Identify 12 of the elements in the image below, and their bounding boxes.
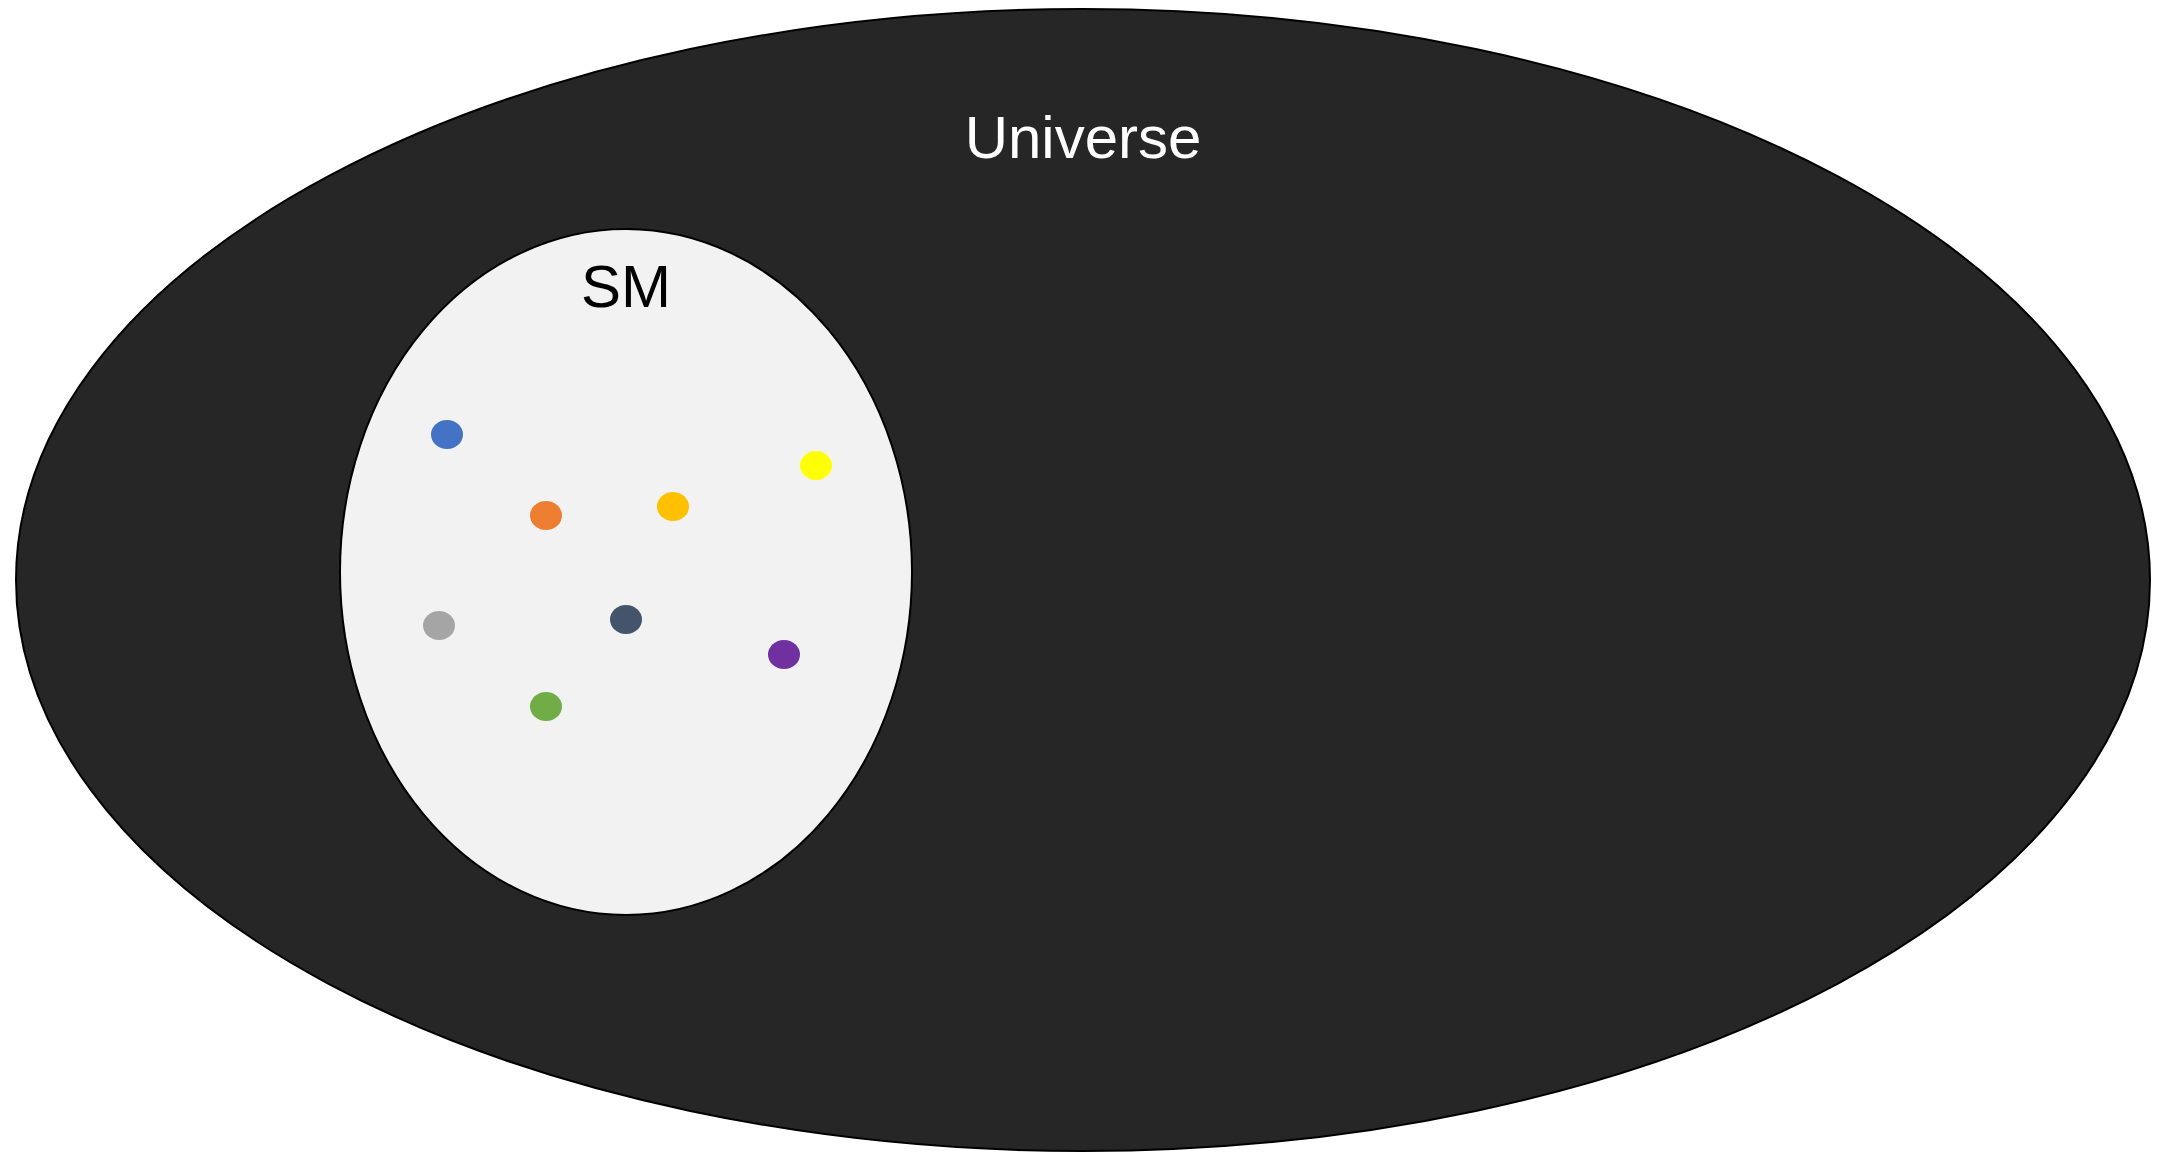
particle-dot [430, 419, 464, 450]
subset-ellipse [339, 228, 913, 916]
set-label: Universe [963, 103, 1203, 172]
particle-dot [656, 491, 690, 522]
set-label: SM [580, 252, 672, 321]
particle-dot [529, 500, 563, 531]
particle-dot [609, 604, 643, 635]
particle-dot [767, 639, 801, 670]
particle-dot [529, 691, 563, 722]
particle-dot [799, 450, 833, 481]
universe-ellipse [15, 8, 2151, 1152]
particle-dot [422, 610, 456, 641]
